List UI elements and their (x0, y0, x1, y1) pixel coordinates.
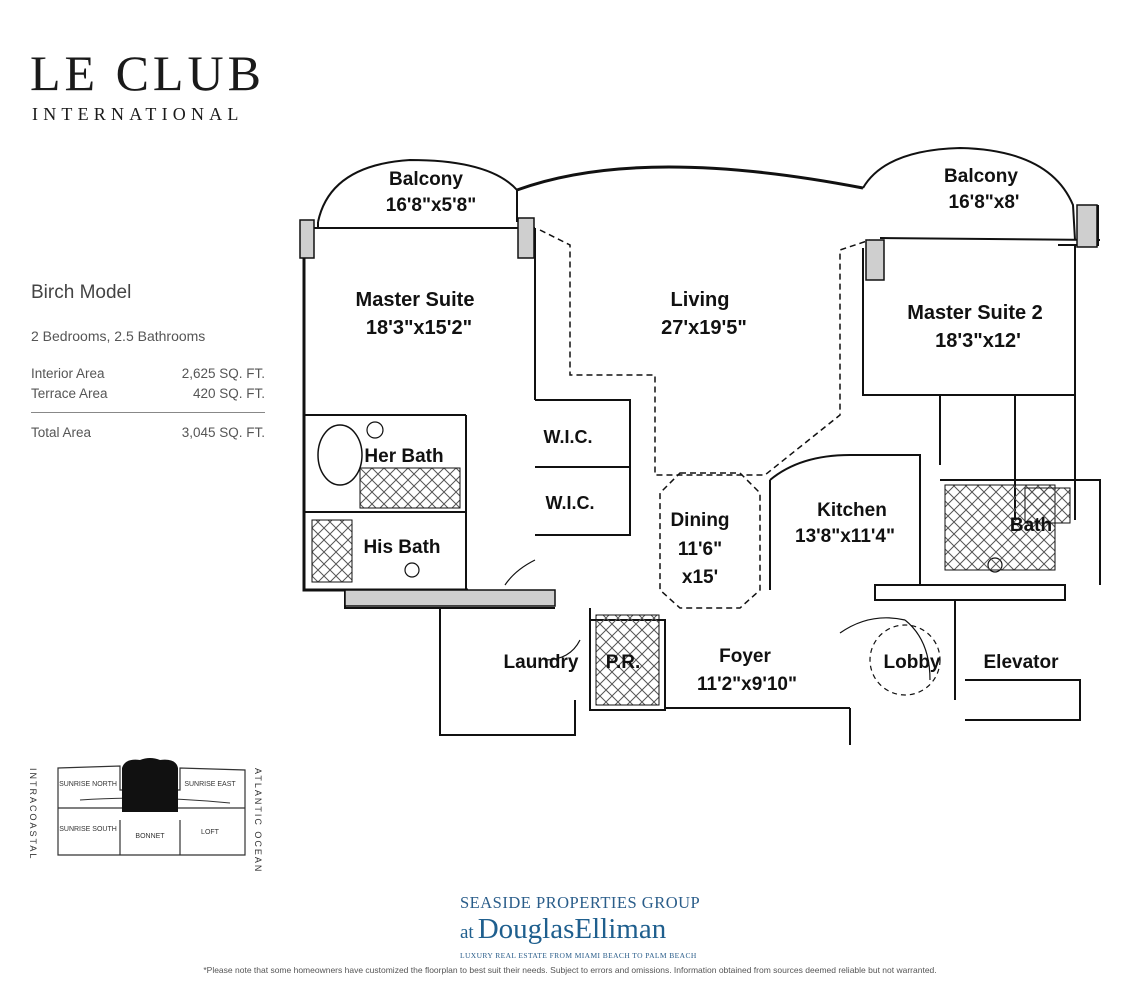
key-plan-highlight (122, 758, 178, 812)
model-rooms: 2 Bedrooms, 2.5 Bathrooms (31, 328, 206, 344)
foyer-name: Foyer (719, 646, 771, 667)
laundry-name: Laundry (504, 652, 579, 673)
total-area-row: Total Area 3,045 SQ. FT. (31, 425, 265, 440)
kitchen-size: 13'8"x11'4" (795, 526, 895, 547)
her-bath-tile (359, 467, 461, 509)
atlantic-ocean-label: ATLANTIC OCEAN (253, 768, 263, 874)
dining-name: Dining (670, 510, 729, 531)
powder-room-name: P.R. (606, 652, 641, 673)
terrace-area-label: Terrace Area (31, 386, 108, 401)
total-area-label: Total Area (31, 425, 92, 440)
interior-area-value: 2,625 SQ. FT. (181, 366, 265, 381)
terrace-area-value: 420 SQ. FT. (192, 386, 265, 401)
master-suite-name: Master Suite (356, 289, 475, 311)
agency-at: at (460, 922, 474, 943)
agency-tagline: LUXURY REAL ESTATE FROM MIAMI BEACH TO P… (460, 951, 697, 960)
lobby-name: Lobby (884, 652, 941, 673)
bath-counter-tile (1024, 487, 1071, 524)
balcony-right-arc (862, 146, 1076, 241)
agency-brand-second: Elliman (574, 913, 667, 945)
brand-title: LE CLUB (30, 45, 265, 101)
key-unit-sunrise-south: SUNRISE SOUTH (59, 826, 117, 833)
foyer-size: 11'2"x9'10" (697, 674, 797, 695)
brand-subtitle: INTERNATIONAL (32, 104, 244, 124)
interior-area-row: Interior Area 2,625 SQ. FT. (31, 366, 265, 381)
balcony-right-name: Balcony (944, 166, 1018, 187)
shower-tile (311, 519, 353, 583)
agency-group-name: SEASIDE PROPERTIES GROUP (460, 893, 701, 912)
her-bath-name: Her Bath (364, 446, 443, 467)
key-unit-loft: LOFT (201, 829, 220, 836)
intracoastal-label: INTRACOASTAL (28, 768, 38, 861)
key-unit-sunrise-east: SUNRISE EAST (184, 781, 236, 788)
master-suite-size: 18'3"x15'2" (366, 317, 472, 339)
key-unit-sunrise-north: SUNRISE NORTH (59, 781, 117, 788)
area-divider (31, 412, 265, 413)
balcony-left-size: 16'8"x5'8" (386, 195, 476, 216)
living-name: Living (671, 289, 730, 311)
balcony-left-arc (317, 158, 518, 223)
disclaimer: *Please note that some homeowners have c… (203, 965, 937, 975)
wic-1-name: W.I.C. (544, 427, 593, 447)
dining-size-1: 11'6" (678, 539, 722, 560)
balcony-right-size: 16'8"x8' (949, 192, 1020, 213)
dining-size-2: x15' (682, 567, 718, 588)
living-size: 27'x19'5" (661, 317, 747, 339)
his-bath-name: His Bath (363, 537, 440, 558)
total-area-value: 3,045 SQ. FT. (181, 425, 265, 440)
agency-brand-first: Douglas (477, 913, 575, 945)
key-plan: SUNRISE NORTH SUNRISE EAST SUNRISE SOUTH… (57, 758, 246, 856)
model-name: Birch Model (31, 282, 132, 303)
terrace-area-row: Terrace Area 420 SQ. FT. (31, 386, 265, 401)
interior-area-label: Interior Area (31, 366, 105, 381)
master-suite-2-name: Master Suite 2 (907, 302, 1043, 324)
kitchen-name: Kitchen (817, 500, 887, 521)
key-unit-bonnet: BONNET (135, 833, 165, 840)
master-suite-2-size: 18'3"x12' (935, 330, 1021, 352)
balcony-left-name: Balcony (389, 169, 463, 190)
living-window-arc (516, 165, 864, 192)
powder-room-tile (595, 614, 660, 706)
bath-name: Bath (1010, 515, 1052, 536)
wic-2-name: W.I.C. (546, 493, 595, 513)
agency-logo: at DouglasElliman (460, 913, 666, 946)
elevator-name: Elevator (984, 652, 1060, 673)
